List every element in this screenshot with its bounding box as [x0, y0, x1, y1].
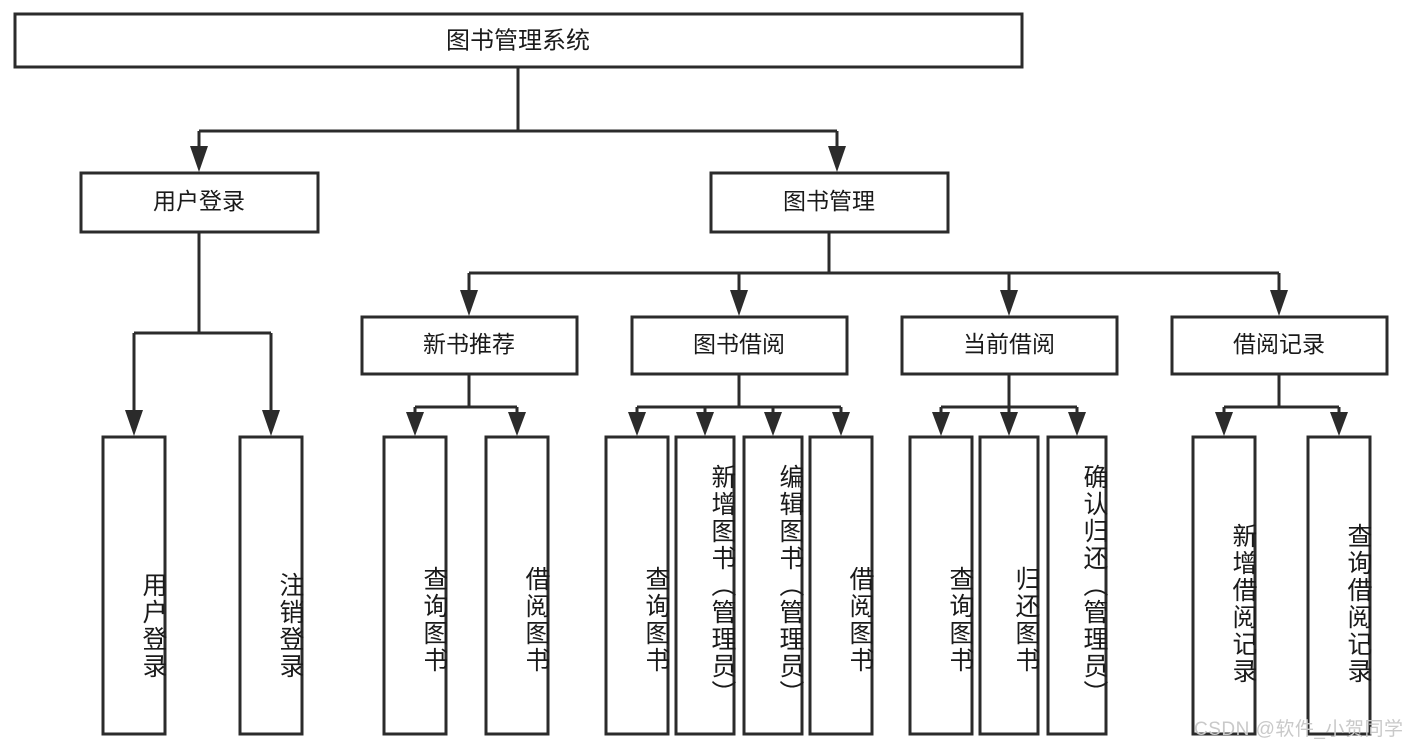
node-box-leaf-borrow-book-1[interactable] [484, 435, 550, 736]
node-box-leaf-edit-book[interactable] [742, 435, 804, 736]
arrow-head-leaf-add-record [1215, 412, 1233, 436]
connector-group-root [190, 67, 846, 172]
connector-group-user-login [125, 232, 280, 436]
node-label-book-borrow: 图书借阅 [693, 331, 785, 357]
arrow-head-leaf-logout-login [262, 410, 280, 436]
csdn-watermark: CSDN @软件_小贺同学 [1194, 719, 1404, 740]
arrow-head-leaf-query-book-2 [628, 412, 646, 436]
connector-group-book-borrow [628, 374, 850, 436]
connector-group-book-management [460, 232, 1288, 316]
node-box-leaf-query-book-2[interactable] [604, 435, 670, 736]
arrow-head-leaf-query-book-3 [932, 412, 950, 436]
node-box-leaf-borrow-book-2[interactable] [808, 435, 874, 736]
node-box-current-borrow[interactable] [900, 315, 1119, 376]
node-box-leaf-logout-login[interactable] [238, 435, 304, 736]
arrow-head-new-book-recommend [460, 290, 478, 316]
node-box-leaf-query-record[interactable] [1306, 435, 1372, 736]
node-box-leaf-add-book[interactable] [674, 435, 736, 736]
node-box-leaf-query-book-1[interactable] [382, 435, 448, 736]
arrow-head-leaf-add-book [696, 412, 714, 436]
connector-group-current-borrow [932, 374, 1086, 436]
arrow-head-user-login [190, 146, 208, 172]
arrow-head-leaf-query-record [1330, 412, 1348, 436]
arrow-head-book-management [828, 146, 846, 172]
node-label-book-management: 图书管理 [783, 188, 875, 214]
node-box-book-management[interactable] [709, 171, 950, 234]
node-label-borrow-record: 借阅记录 [1233, 331, 1325, 357]
connector-group-new-book-recommend [406, 374, 526, 436]
node-box-new-book-recommend[interactable] [360, 315, 579, 376]
node-box-leaf-user-login[interactable] [101, 435, 167, 736]
node-box-borrow-record[interactable] [1170, 315, 1389, 376]
node-label-current-borrow: 当前借阅 [963, 331, 1055, 357]
node-box-leaf-return-book[interactable] [978, 435, 1040, 736]
arrow-head-leaf-edit-book [764, 412, 782, 436]
arrow-head-leaf-query-book-1 [406, 412, 424, 436]
arrow-head-leaf-user-login [125, 410, 143, 436]
connector-group-borrow-record [1215, 374, 1348, 436]
node-box-root[interactable] [13, 12, 1024, 69]
node-box-leaf-query-book-3[interactable] [908, 435, 974, 736]
node-label-new-book-recommend: 新书推荐 [423, 331, 515, 357]
node-box-leaf-confirm-return[interactable] [1046, 435, 1108, 736]
node-box-user-login[interactable] [79, 171, 320, 234]
node-label-root: 图书管理系统 [446, 27, 590, 54]
node-box-leaf-add-record[interactable] [1191, 435, 1257, 736]
arrow-head-leaf-borrow-book-1 [508, 412, 526, 436]
arrow-head-borrow-record [1270, 290, 1288, 316]
arrow-head-leaf-return-book [1000, 412, 1018, 436]
node-label-user-login: 用户登录 [153, 188, 245, 214]
arrow-head-leaf-borrow-book-2 [832, 412, 850, 436]
arrow-head-leaf-confirm-return [1068, 412, 1086, 436]
node-box-book-borrow[interactable] [630, 315, 849, 376]
arrow-head-book-borrow [730, 290, 748, 316]
arrow-head-current-borrow [1000, 290, 1018, 316]
